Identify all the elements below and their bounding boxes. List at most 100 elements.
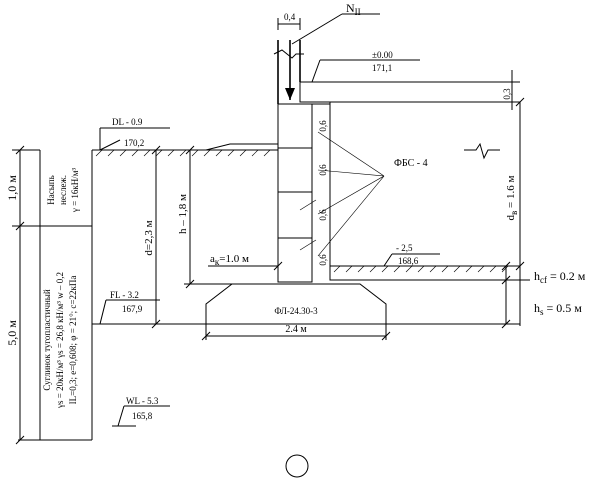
block-height-4: 0,6 — [318, 254, 328, 266]
hatch-tick — [501, 265, 509, 273]
layer1-thickness: 1,0 м — [5, 175, 19, 201]
basement-abs: 168,6 — [398, 256, 419, 266]
section-marker — [285, 454, 309, 478]
dim-tick — [151, 145, 161, 155]
layer1-state: неслеж. — [58, 175, 68, 205]
break-line — [464, 142, 500, 160]
hatch-tick — [263, 149, 271, 157]
hatch-tick — [345, 265, 353, 273]
dim-tick — [15, 435, 25, 445]
hatch-tick — [489, 265, 497, 273]
h-label: h – 1,8 м — [177, 194, 189, 234]
hatch-tick — [357, 265, 365, 273]
hatch-tick — [417, 265, 425, 273]
layer2-props2: IL=0,3; e=0,608; φ = 21°; c=22кПа — [68, 276, 78, 405]
wl-leader — [117, 405, 125, 427]
level-leader — [311, 59, 321, 83]
block-wall — [277, 103, 313, 283]
block-leader — [317, 131, 385, 177]
basement-mark: - 2,5 — [396, 243, 413, 253]
block-leader — [299, 239, 317, 251]
hatch-tick — [441, 265, 449, 273]
basement-slab — [329, 265, 521, 281]
floor-slab — [299, 81, 513, 103]
depth-dimensions: d=2,3 м h – 1,8 м aк=1.0 м dв = 1.6 м hc… — [143, 97, 586, 329]
wl-mark: WL - 5.3 — [126, 396, 159, 406]
hs-label: hs = 0.5 м — [534, 301, 582, 317]
layer2-thickness: 5,0 м — [5, 320, 19, 346]
hatch-tick — [143, 149, 151, 157]
block-height-2: 0,6 — [318, 164, 328, 176]
basement-floor: - 2,5 168,6 — [329, 142, 521, 326]
block-leader — [317, 175, 385, 215]
load-indicator: 0,4 NII — [277, 1, 380, 100]
block-leader — [317, 169, 385, 177]
dim-tick — [201, 331, 211, 341]
ground-surface: DL - 0.9 170,2 — [92, 117, 278, 157]
hatch-tick — [191, 149, 199, 157]
hatch-tick — [155, 149, 163, 157]
soil-column: 1,0 м 5,0 м Насыпь неслеж. γ = 16кН/м³ С… — [5, 145, 93, 445]
hatch-tick — [215, 149, 223, 157]
hatch-tick — [453, 265, 461, 273]
hatch-tick — [203, 149, 211, 157]
ak-label: aк=1.0 м — [210, 253, 249, 267]
dl-abs: 170,2 — [124, 138, 144, 148]
foundation-level-mark: FL - 3.2 167,9 — [99, 290, 160, 325]
pad-label: ФЛ-24.30-3 — [274, 306, 318, 316]
block-label: ФБС - 4 — [394, 158, 428, 169]
water-level-mark: WL - 5.3 165,8 — [112, 396, 170, 427]
dim-tick — [515, 97, 525, 107]
block-leader — [317, 175, 385, 257]
dim-tick — [185, 145, 195, 155]
hatch-tick — [107, 149, 115, 157]
layer2-name: Суглинок тугопластичный — [42, 289, 52, 390]
hcf-label: hcf = 0.2 м — [534, 269, 586, 285]
hatch-tick — [381, 265, 389, 273]
hatch-tick — [369, 265, 377, 273]
db-label: dв = 1.6 м — [505, 176, 519, 221]
basement-leader — [383, 253, 393, 267]
block-height-3: 0,6 — [318, 209, 328, 221]
dl-leader — [99, 139, 121, 151]
layer2-props1: γs = 20кН/м³ γs = 26,8 кН/м³ w – 0,2 — [55, 272, 65, 409]
hatch-tick — [95, 149, 103, 157]
hatch-tick — [405, 265, 413, 273]
wall-thickness: 0,4 — [284, 12, 296, 22]
hatch-tick — [227, 149, 235, 157]
dim-tick — [151, 319, 161, 329]
d-label: d=2,3 м — [143, 220, 155, 255]
fl-abs: 167,9 — [122, 304, 143, 314]
hatch-tick — [333, 265, 341, 273]
floor-level-mark: ±0.00 171,1 0,3 — [311, 50, 520, 103]
hatch-tick — [477, 265, 485, 273]
dim-tick — [273, 261, 283, 271]
floor-mark: ±0.00 — [372, 50, 393, 60]
dim-tick — [501, 261, 511, 271]
wall-break — [273, 49, 304, 59]
hatch-tick — [179, 149, 187, 157]
slab-thickness: 0,3 — [502, 88, 512, 100]
hatch-tick — [465, 265, 473, 273]
dim-tick — [381, 331, 391, 341]
fl-leader — [99, 299, 107, 325]
layer1-density: γ = 16кН/м³ — [70, 168, 80, 214]
footing-pad — [205, 283, 387, 325]
dim-tick — [501, 319, 511, 329]
dim-tick — [515, 261, 525, 271]
hatch-tick — [239, 149, 247, 157]
hatch-tick — [429, 265, 437, 273]
block-leader — [299, 199, 317, 211]
hatch-tick — [251, 149, 259, 157]
block-height-1: 0,6 — [318, 120, 328, 132]
hatch-tick — [119, 149, 127, 157]
layer1-name: Насыпь — [46, 175, 56, 204]
fl-mark: FL - 3.2 — [110, 290, 139, 300]
hatch-tick — [393, 265, 401, 273]
hatch-tick — [131, 149, 139, 157]
wl-abs: 165,8 — [132, 411, 153, 421]
load-label: NII — [346, 1, 361, 17]
hatch-tick — [167, 149, 175, 157]
